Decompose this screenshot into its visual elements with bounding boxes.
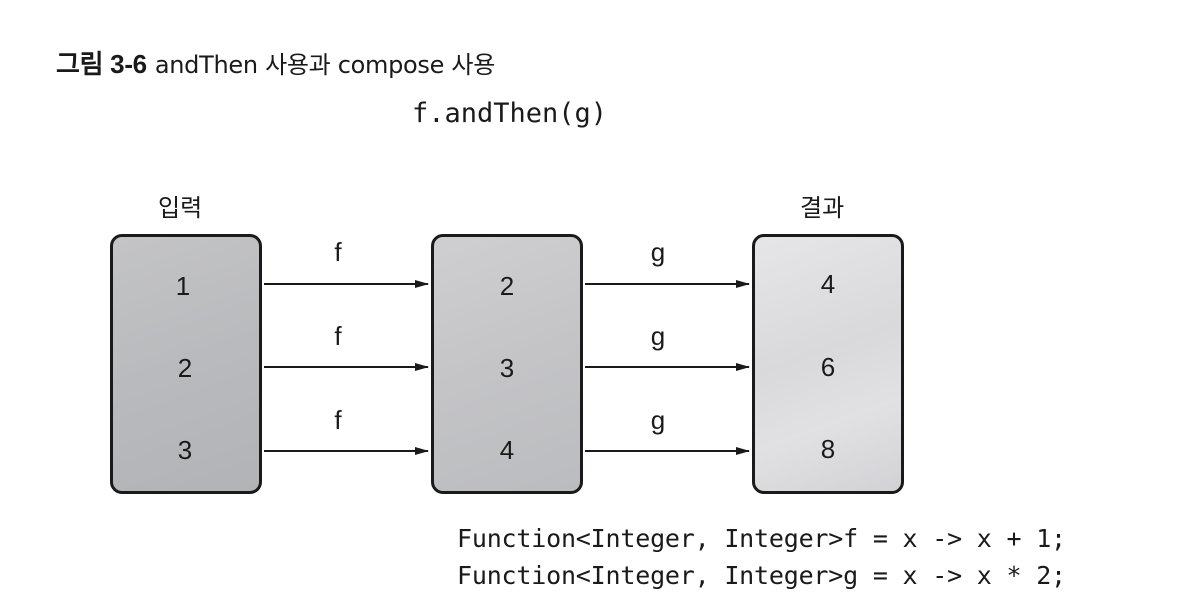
intermediate-value-3: 4 bbox=[499, 435, 515, 465]
function-g-label-2: g bbox=[650, 321, 666, 351]
function-g-label-1: g bbox=[650, 237, 666, 267]
result-column-label: 결과 bbox=[800, 194, 845, 222]
input-value-1: 1 bbox=[175, 271, 191, 301]
figure-title: andThen 사용과 compose 사용 bbox=[154, 51, 495, 79]
figure-number: 그림 3-6 bbox=[56, 49, 147, 79]
code-line-g: Function<Integer, Integer>g = x -> x * 2… bbox=[457, 561, 1066, 590]
result-box bbox=[752, 234, 904, 494]
intermediate-value-1: 2 bbox=[499, 271, 515, 301]
input-value-2: 2 bbox=[177, 353, 193, 383]
result-value-3: 8 bbox=[820, 434, 836, 464]
result-value-1: 4 bbox=[820, 269, 836, 299]
function-f-label-2: f bbox=[334, 321, 342, 351]
function-f-label-1: f bbox=[334, 237, 342, 267]
input-box bbox=[110, 234, 262, 494]
input-column-label: 입력 bbox=[158, 194, 203, 222]
code-line-f: Function<Integer, Integer>f = x -> x + 1… bbox=[457, 524, 1066, 553]
intermediate-value-2: 3 bbox=[499, 353, 515, 383]
code-block: Function<Integer, Integer>f = x -> x + 1… bbox=[457, 520, 1066, 594]
function-g-label-3: g bbox=[650, 405, 666, 435]
function-f-label-3: f bbox=[334, 405, 342, 435]
result-value-2: 6 bbox=[820, 352, 836, 382]
intermediate-box bbox=[431, 234, 583, 494]
composition-expression: f.andThen(g) bbox=[412, 98, 608, 129]
input-value-3: 3 bbox=[177, 435, 193, 465]
